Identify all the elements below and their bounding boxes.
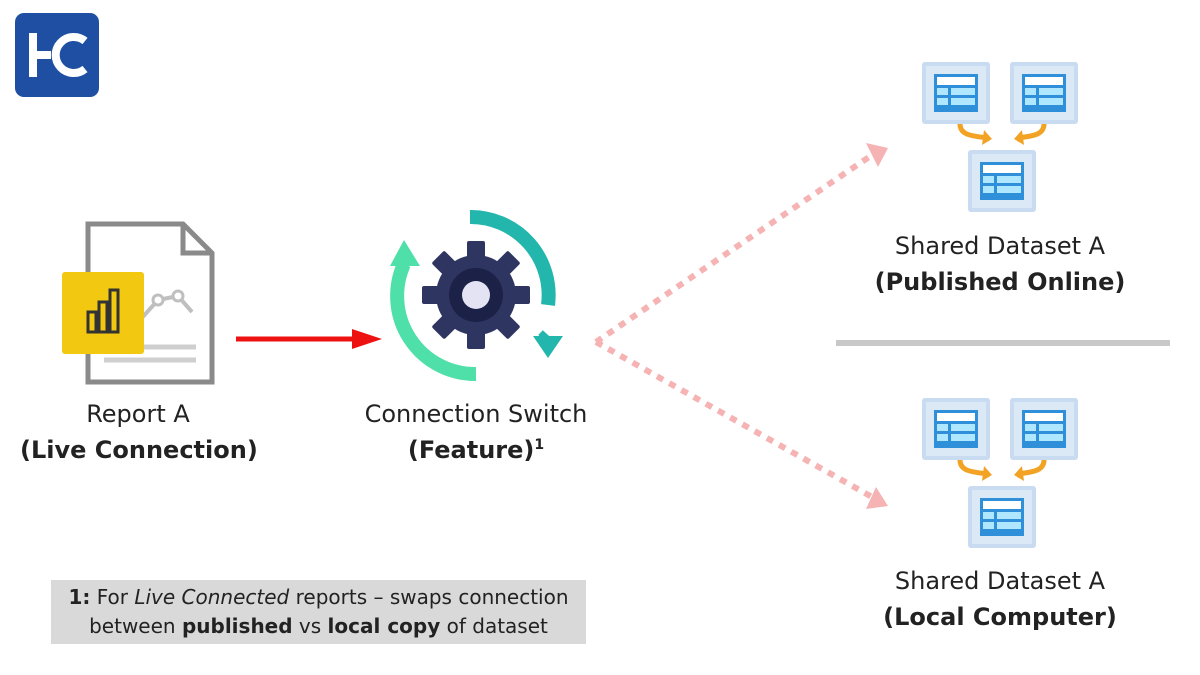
local-title: Shared Dataset A: [894, 567, 1106, 595]
local-subtitle: (Local Computer): [883, 603, 1117, 631]
report-subtitle: (Live Connection): [20, 436, 258, 464]
gear-sync-icon: [390, 209, 563, 382]
switch-title: Connection Switch: [364, 400, 588, 428]
footnote-text-local-copy: local copy: [327, 614, 441, 638]
footnote-text-of-dataset: of dataset: [446, 614, 548, 638]
switch-subtitle: (Feature): [407, 436, 535, 464]
dataset-divider: [836, 340, 1170, 346]
edge-switch-to-online-head: [866, 143, 888, 167]
footnote-text-between: between: [89, 614, 176, 638]
switch-subtitle-wrap: (Feature)1: [346, 432, 606, 468]
footnote-marker: 1:: [68, 585, 91, 609]
footnote-line-1: 1: For Live Connected reports – swaps co…: [51, 583, 586, 612]
edge-report-to-switch-head: [352, 329, 382, 349]
switch-superscript: 1: [534, 437, 545, 453]
footnote-line-2: between published vs local copy of datas…: [51, 612, 586, 641]
footnote-text-reports: reports – swaps connection: [295, 585, 569, 609]
switch-label: Connection Switch (Feature)1: [346, 396, 606, 468]
dataset-online-icon: [922, 62, 1078, 212]
edge-switch-to-local: [594, 339, 874, 500]
hc-logo-icon: HC: [29, 33, 88, 77]
online-title: Shared Dataset A: [894, 232, 1106, 260]
footnote-box: 1: For Live Connected reports – swaps co…: [51, 580, 586, 644]
online-subtitle: (Published Online): [874, 268, 1126, 296]
hc-logo: HC: [15, 13, 99, 97]
report-document-icon: [62, 221, 215, 385]
footnote-text-published: published: [181, 614, 293, 638]
footnote-text-vs: vs: [298, 614, 322, 638]
local-label: Shared Dataset A (Local Computer): [870, 563, 1130, 635]
edge-switch-to-online: [594, 152, 874, 345]
footnote-text-live-connected: Live Connected: [134, 585, 290, 609]
online-label: Shared Dataset A (Published Online): [870, 228, 1130, 300]
report-label: Report A (Live Connection): [20, 396, 258, 468]
footnote-text-for: For: [96, 585, 128, 609]
edge-switch-to-local-head: [866, 487, 888, 509]
report-title: Report A: [86, 400, 190, 428]
dataset-local-icon: [922, 398, 1078, 548]
